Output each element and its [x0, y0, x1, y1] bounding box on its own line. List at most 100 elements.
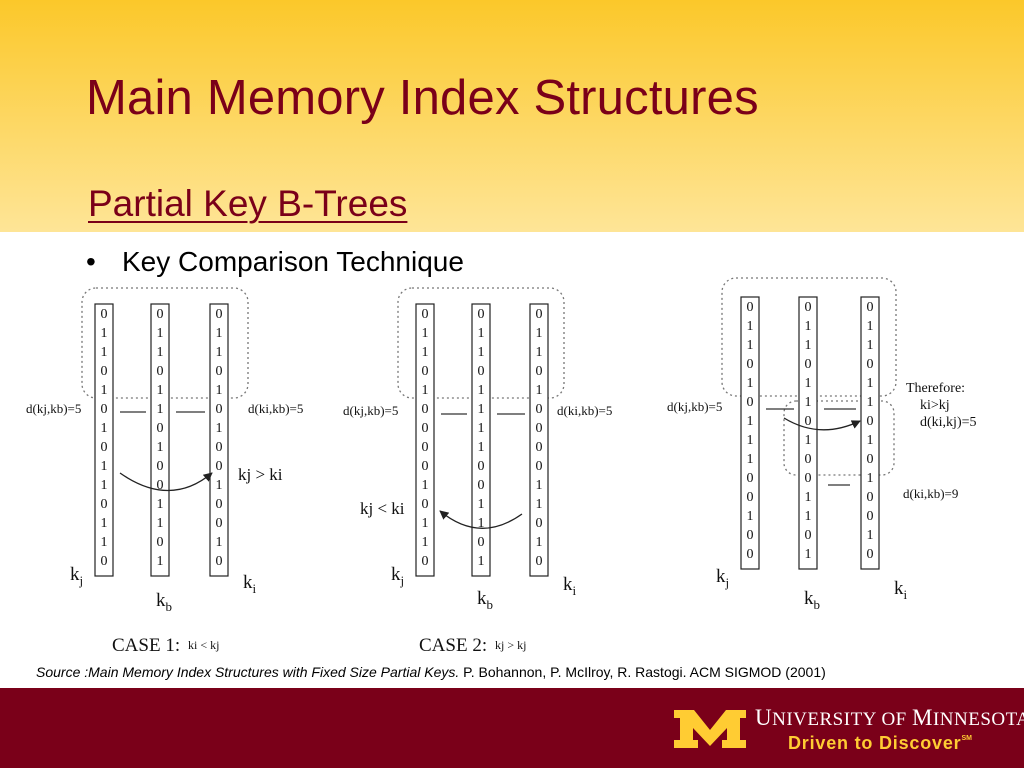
- bit: 1: [747, 376, 754, 391]
- bit: 0: [805, 528, 812, 543]
- column-label: kb: [804, 588, 820, 612]
- bit: 0: [216, 402, 223, 417]
- bit: 0: [216, 440, 223, 455]
- university-m-logo-icon: [674, 710, 746, 748]
- column-label: kb: [156, 590, 172, 614]
- bit: 0: [805, 452, 812, 467]
- bit: 0: [805, 471, 812, 486]
- bit: 1: [536, 345, 543, 360]
- bit: 0: [157, 307, 164, 322]
- bit: 1: [422, 326, 429, 341]
- bit: 0: [747, 547, 754, 562]
- bit: 0: [101, 364, 108, 379]
- bit: 1: [101, 383, 108, 398]
- right-distance-label: d(ki,kb)=5: [557, 403, 612, 418]
- right-distance-label: d(ki,kb)=5: [248, 401, 303, 416]
- bit: 0: [101, 307, 108, 322]
- bit: 0: [747, 300, 754, 315]
- bit: 1: [216, 345, 223, 360]
- bit: 1: [805, 319, 812, 334]
- column-label: kj: [70, 564, 83, 588]
- left-distance-label: d(kj,kb)=5: [343, 403, 398, 418]
- bit: 1: [422, 345, 429, 360]
- bit: 1: [478, 345, 485, 360]
- key-column: [740, 296, 760, 570]
- bit: 1: [536, 326, 543, 341]
- relation-label: kj < ki: [360, 499, 405, 518]
- bit: 1: [157, 345, 164, 360]
- bit: 0: [157, 459, 164, 474]
- bit: 1: [805, 490, 812, 505]
- bit: 0: [867, 300, 874, 315]
- key-column: [150, 303, 170, 577]
- bit: 0: [422, 554, 429, 569]
- bit: 0: [216, 459, 223, 474]
- bit: 0: [867, 414, 874, 429]
- bit: 0: [536, 459, 543, 474]
- slide-title: Main Memory Index Structures: [86, 71, 759, 125]
- bit: 0: [478, 364, 485, 379]
- bit: 0: [422, 497, 429, 512]
- key-column: [860, 296, 880, 570]
- bit: 0: [101, 554, 108, 569]
- bit: 0: [157, 535, 164, 550]
- source-authors: P. Bohannon, P. McIlroy, R. Rastogi. ACM…: [459, 664, 826, 680]
- key-column: [529, 303, 549, 577]
- therefore-line: d(ki,kj)=5: [920, 415, 977, 430]
- column-label: kj: [391, 564, 404, 588]
- bit: 1: [747, 338, 754, 353]
- bit: 1: [157, 402, 164, 417]
- bit: 0: [805, 300, 812, 315]
- bit: 1: [536, 478, 543, 493]
- bit: 1: [216, 383, 223, 398]
- key-column: [415, 303, 435, 577]
- bit: 1: [216, 421, 223, 436]
- bit: 1: [101, 345, 108, 360]
- bit: 0: [157, 478, 164, 493]
- bit: 1: [478, 326, 485, 341]
- column-label: ki: [243, 572, 257, 596]
- bit: 0: [478, 459, 485, 474]
- bullet-dot-icon: •: [86, 246, 96, 277]
- bit: 0: [478, 535, 485, 550]
- bit: 0: [216, 364, 223, 379]
- case-1: 01101010110110kj01101101001101kb01101010…: [26, 287, 303, 656]
- bit: 1: [536, 383, 543, 398]
- bit: 1: [867, 471, 874, 486]
- bit: 0: [422, 440, 429, 455]
- case-condition: kj > kj: [495, 638, 526, 652]
- bit: 1: [805, 547, 812, 562]
- bit: 0: [422, 364, 429, 379]
- bit: 1: [747, 509, 754, 524]
- bit: 1: [216, 326, 223, 341]
- bullet-text: Key Comparison Technique: [122, 246, 464, 277]
- bit: 1: [101, 459, 108, 474]
- bit: 0: [216, 307, 223, 322]
- key-column: [94, 303, 114, 577]
- bit: 1: [216, 535, 223, 550]
- case-3: 01101011100100kj01101101001101kb01101101…: [667, 277, 977, 612]
- university-name: UNIVERSITY OF MINNESOTA: [755, 705, 1024, 730]
- column-label: kj: [716, 566, 729, 590]
- bit: 0: [805, 357, 812, 372]
- bit: 0: [422, 307, 429, 322]
- case-2: 01101000010110kj01101111001101kb01101000…: [343, 287, 612, 656]
- bit: 1: [867, 319, 874, 334]
- bit: 1: [478, 421, 485, 436]
- bit: 0: [747, 490, 754, 505]
- slide-subtitle: Partial Key B-Trees: [88, 183, 408, 224]
- bit: 1: [157, 554, 164, 569]
- bit: 1: [157, 383, 164, 398]
- key-column: [798, 296, 818, 570]
- bit: 0: [536, 421, 543, 436]
- bit: 0: [216, 554, 223, 569]
- bit: 0: [157, 421, 164, 436]
- relation-label: kj > ki: [238, 465, 283, 484]
- bit: 0: [422, 459, 429, 474]
- bit: 0: [536, 554, 543, 569]
- bit: 1: [157, 440, 164, 455]
- header-band: [0, 0, 1024, 232]
- university-tagline: Driven to DiscoverSM: [788, 733, 972, 753]
- bit: 1: [101, 421, 108, 436]
- bit: 1: [805, 509, 812, 524]
